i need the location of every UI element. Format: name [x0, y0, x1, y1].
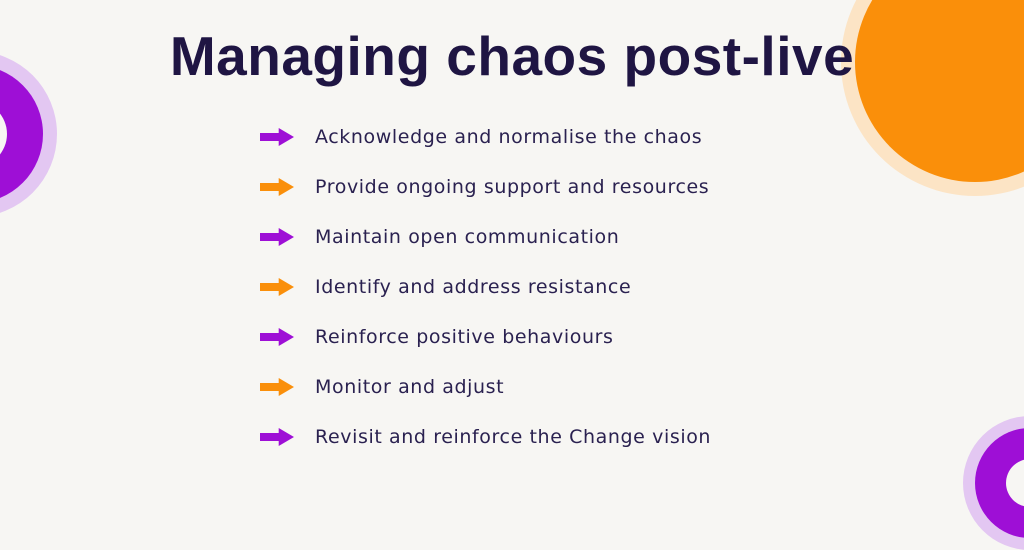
arrow-right-icon: [260, 128, 294, 146]
list-item-label: Acknowledge and normalise the chaos: [315, 126, 703, 148]
list-item: Identify and address resistance: [260, 262, 711, 312]
list-item: Monitor and adjust: [260, 362, 711, 412]
arrow-right-icon: [260, 428, 294, 446]
list-item-label: Provide ongoing support and resources: [315, 176, 710, 198]
list-item-label: Reinforce positive behaviours: [315, 326, 614, 348]
chaos-management-list: Acknowledge and normalise the chaos Prov…: [260, 112, 711, 462]
list-item: Reinforce positive behaviours: [260, 312, 711, 362]
arrow-right-icon: [260, 328, 294, 346]
list-item: Revisit and reinforce the Change vision: [260, 412, 711, 462]
list-item-label: Monitor and adjust: [315, 376, 505, 398]
list-item: Provide ongoing support and resources: [260, 162, 711, 212]
list-item-label: Maintain open communication: [315, 226, 620, 248]
arrow-right-icon: [260, 178, 294, 196]
page-title: Managing chaos post-live: [169, 25, 855, 87]
arrow-right-icon: [260, 378, 294, 396]
list-item: Maintain open communication: [260, 212, 711, 262]
list-item: Acknowledge and normalise the chaos: [260, 112, 711, 162]
arrow-right-icon: [260, 228, 294, 246]
arrow-right-icon: [260, 278, 294, 296]
left-donut-hole: [0, 101, 7, 167]
list-item-label: Identify and address resistance: [315, 276, 632, 298]
list-item-label: Revisit and reinforce the Change vision: [315, 426, 712, 448]
